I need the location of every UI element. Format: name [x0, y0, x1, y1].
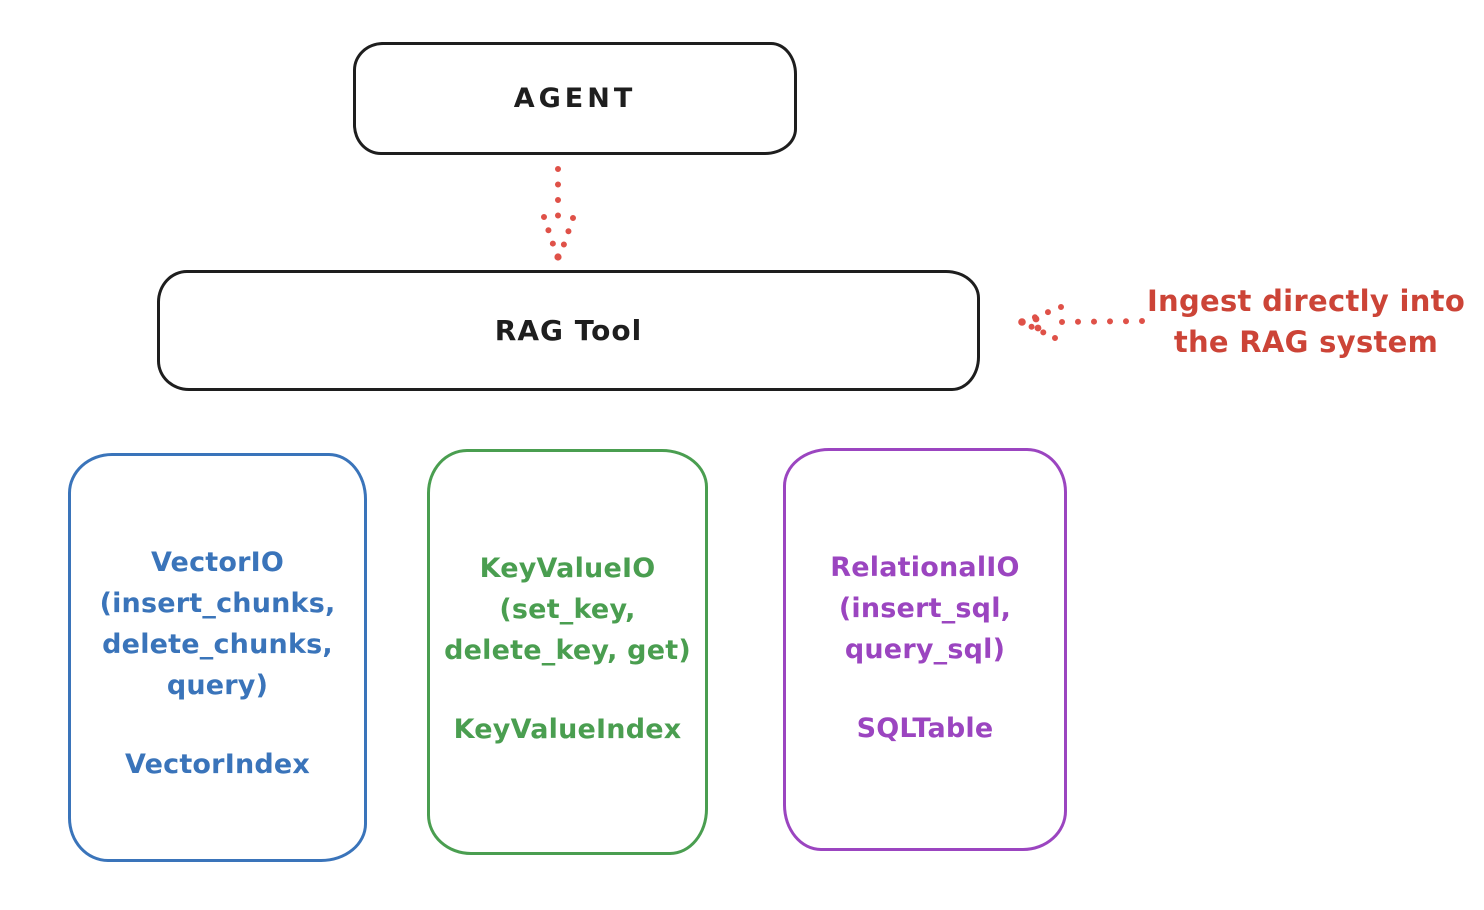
vector-index-label: VectorIndex [124, 749, 311, 780]
vector-io-node: VectorIO (insert_chunks, delete_chunks, … [68, 453, 367, 862]
relational-io-line: query_sql) [844, 634, 1006, 665]
connector-agent-to-ragtool [541, 166, 576, 261]
connector-annotation-to-ragtool [1018, 304, 1145, 341]
keyvalue-io-line: (set_key, [499, 594, 636, 625]
vector-io-line: query) [166, 670, 269, 701]
vector-io-line: VectorIO [150, 547, 285, 578]
agent-node: AGENT [353, 42, 797, 155]
keyvalue-index-label: KeyValueIndex [453, 714, 682, 745]
annotation-ingest: Ingest directly into the RAG system [1136, 281, 1476, 363]
keyvalue-io-line: KeyValueIO [479, 553, 656, 584]
vector-io-line: (insert_chunks, [99, 588, 336, 619]
relational-io-line: RelationalIO [830, 552, 1020, 583]
keyvalue-io-node: KeyValueIO (set_key, delete_key, get) Ke… [427, 449, 708, 855]
keyvalue-io-line: delete_key, get) [444, 635, 691, 666]
vector-io-line: delete_chunks, [102, 629, 333, 660]
annotation-line-2: the RAG system [1173, 325, 1439, 359]
annotation-line-1: Ingest directly into [1146, 284, 1466, 318]
relational-io-line: (insert_sql, [838, 593, 1012, 624]
agent-label: AGENT [513, 83, 637, 114]
sql-table-label: SQLTable [856, 713, 994, 744]
rag-tool-node: RAG Tool [157, 270, 980, 391]
relational-io-node: RelationalIO (insert_sql, query_sql) SQL… [783, 448, 1067, 851]
rag-tool-label: RAG Tool [494, 314, 643, 347]
